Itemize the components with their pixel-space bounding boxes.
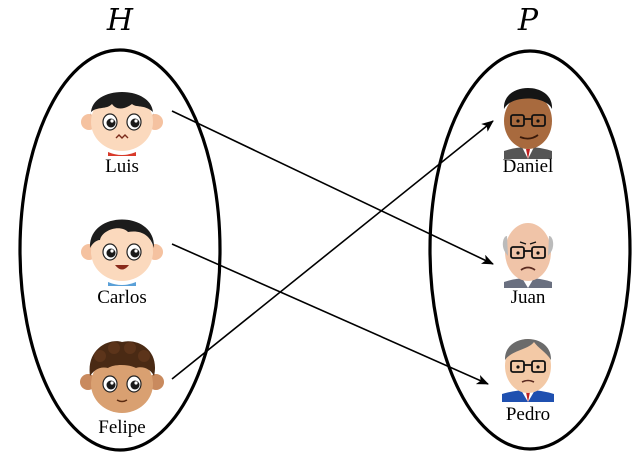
juan-avatar-icon <box>502 223 554 288</box>
pedro-avatar-icon <box>502 339 554 402</box>
member-name-pedro: Pedro <box>506 404 550 425</box>
felipe-avatar-icon <box>80 341 164 413</box>
member-name-luis: Luis <box>105 156 139 177</box>
daniel-avatar-icon <box>503 88 553 159</box>
member-name-felipe: Felipe <box>98 417 146 438</box>
member-name-juan: Juan <box>511 287 546 308</box>
set-label-right: P <box>517 3 539 38</box>
arrow-carlos-to-pedro <box>171 243 489 385</box>
arrow-felipe-to-daniel <box>171 120 494 380</box>
member-name-daniel: Daniel <box>503 156 554 177</box>
set-label-left: H <box>106 3 134 38</box>
set-right-ellipse <box>428 49 632 451</box>
member-name-carlos: Carlos <box>97 287 147 308</box>
set-left-ellipse <box>18 48 222 452</box>
arrow-luis-to-juan <box>171 110 494 265</box>
carlos-avatar-icon <box>81 219 163 286</box>
luis-avatar-icon <box>81 92 163 156</box>
